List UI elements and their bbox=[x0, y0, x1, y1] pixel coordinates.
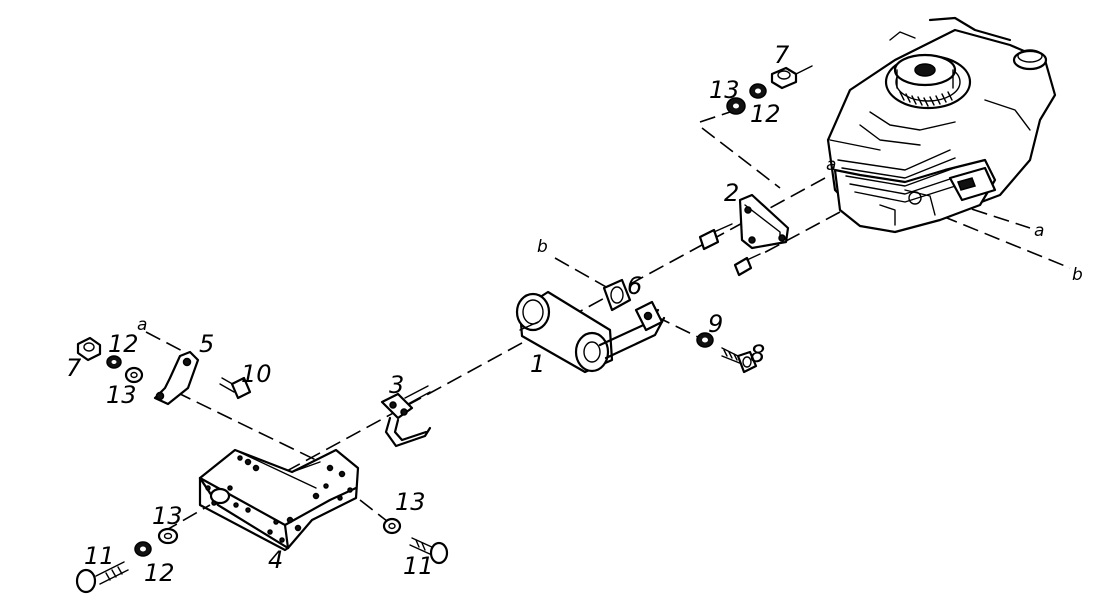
reference-letters: a a a b b bbox=[137, 155, 1083, 335]
part-4-guard bbox=[198, 448, 360, 552]
part-6-gasket bbox=[602, 278, 632, 312]
callout-12-top: 12 bbox=[750, 100, 781, 128]
callout-10: 10 bbox=[241, 360, 272, 388]
bolt-8 bbox=[721, 347, 758, 374]
callout-13-left: 13 bbox=[106, 381, 137, 409]
callout-8: 8 bbox=[750, 340, 765, 368]
callout-2: 2 bbox=[724, 179, 739, 207]
callout-labels: 1 2 3 4 5 6 7 7 8 9 10 11 11 12 12 12 13… bbox=[66, 41, 790, 587]
engine-assembly bbox=[826, 16, 1057, 234]
callout-7-top: 7 bbox=[774, 41, 790, 69]
ref-a-engine: a bbox=[826, 155, 836, 175]
callout-12-bottom: 12 bbox=[144, 559, 175, 587]
fastener-group-top bbox=[726, 65, 813, 115]
ref-a-right: a bbox=[1034, 221, 1044, 241]
ref-b-right: b bbox=[1072, 265, 1083, 285]
fastener-group-bottom-right bbox=[382, 517, 449, 565]
washer-9 bbox=[696, 332, 714, 348]
washer-12-top bbox=[749, 83, 767, 99]
part-2-plate bbox=[738, 193, 790, 250]
callout-7-left: 7 bbox=[66, 354, 82, 382]
screw-10 bbox=[219, 376, 252, 400]
callout-6: 6 bbox=[627, 272, 642, 300]
washer-12-left bbox=[106, 355, 122, 369]
washer-13-bottom-left bbox=[157, 527, 179, 545]
callout-13-bottom-right: 13 bbox=[395, 488, 426, 516]
callout-12-left: 12 bbox=[108, 330, 139, 358]
ref-b-left: b bbox=[537, 237, 548, 257]
callout-13-top: 13 bbox=[709, 76, 740, 104]
washer-13-bottom-right bbox=[382, 517, 402, 535]
part-5-bracket bbox=[153, 350, 200, 406]
callout-9: 9 bbox=[708, 310, 723, 338]
screws-near-2 bbox=[698, 223, 761, 277]
bolt-11-right bbox=[409, 537, 449, 565]
part-3-clamp bbox=[380, 385, 432, 448]
washer-13-left bbox=[124, 366, 144, 384]
callout-5: 5 bbox=[199, 330, 214, 358]
callout-13-bottom-left: 13 bbox=[152, 502, 183, 530]
callout-3: 3 bbox=[389, 371, 404, 399]
nut-7-left bbox=[76, 336, 102, 362]
bolt-11-left bbox=[75, 561, 129, 594]
part-1-muffler bbox=[515, 290, 666, 374]
washer-12-bottom bbox=[134, 541, 152, 557]
callout-4: 4 bbox=[268, 546, 283, 574]
callout-1: 1 bbox=[530, 350, 545, 378]
washer-13-top bbox=[726, 97, 746, 115]
fastener-group-left bbox=[76, 336, 144, 384]
callout-11-left: 11 bbox=[84, 542, 115, 570]
ref-a-left: a bbox=[137, 315, 147, 335]
callout-11-right: 11 bbox=[403, 552, 434, 580]
fastener-group-bottom-left bbox=[75, 527, 179, 594]
nut-7-top bbox=[770, 65, 813, 90]
